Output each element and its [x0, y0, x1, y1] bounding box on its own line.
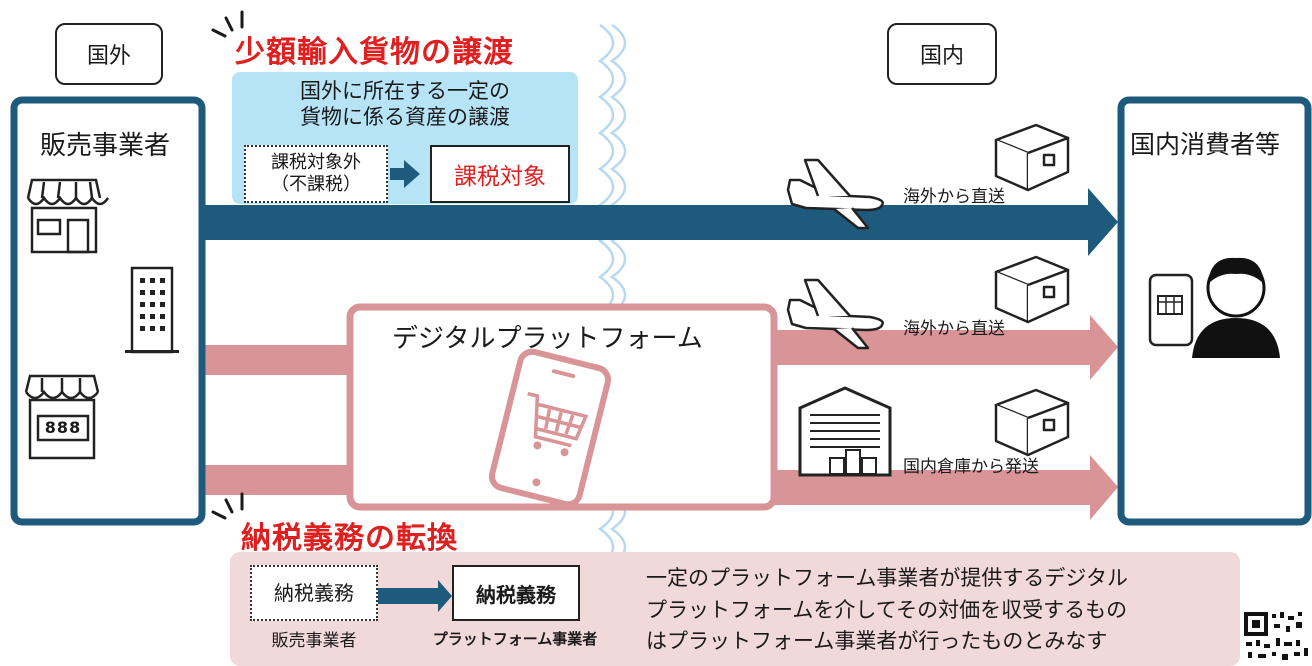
qr-code-icon — [1244, 612, 1308, 660]
before-status-box: 課税対象外 （不課税） — [244, 145, 388, 203]
after-status-box: 課税対象 — [430, 145, 570, 203]
domestic-tag: 国内 — [887, 23, 997, 85]
after-status-label: 課税対象 — [454, 164, 546, 190]
obligation-from-box: 納税義務 — [250, 565, 378, 621]
warehouse-icon — [798, 386, 892, 477]
smartphone-cart-icon — [488, 348, 612, 508]
obligation-note-line: プラットフォームを介してその対価を収受するもの — [646, 597, 1128, 622]
transfer-title: 少額輸入貨物の譲渡 — [235, 35, 514, 70]
route-label-direct: 海外から直送 — [903, 319, 1005, 339]
obligation-to-box: 納税義務 — [452, 565, 580, 621]
before-status-line: （不課税） — [271, 174, 361, 195]
obligation-to-label: 納税義務 — [476, 582, 556, 607]
attention-mark — [211, 10, 244, 520]
route-label-warehouse: 国内倉庫から発送 — [903, 457, 1039, 477]
package-icon — [994, 255, 1070, 324]
consumer-panel — [1117, 96, 1312, 526]
overseas-label: 国外 — [86, 44, 131, 69]
consumer-icon — [1148, 257, 1280, 358]
transfer-description: 国外に所在する一定の 貨物に係る資産の譲渡 — [232, 78, 578, 131]
obligation-from-label: 納税義務 — [274, 581, 354, 605]
obligation-note: 一定のプラットフォーム事業者が提供するデジタル プラットフォームを介してその対価… — [646, 563, 1128, 658]
shop-sign: 888 — [44, 418, 82, 437]
transfer-description-line: 国外に所在する一定の — [300, 79, 510, 103]
seller-label: 販売事業者 — [40, 131, 171, 161]
building-icon — [125, 266, 179, 354]
package-icon — [994, 123, 1070, 192]
platform-label: デジタルプラットフォーム — [392, 324, 703, 354]
direct-import-arrow — [205, 188, 1118, 256]
transfer-description-line: 貨物に係る資産の譲渡 — [300, 105, 510, 130]
obligation-note-line: 一定のプラットフォーム事業者が提供するデジタル — [646, 566, 1128, 590]
obligation-title: 納税義務の転換 — [241, 521, 458, 556]
domestic-label: 国内 — [919, 44, 964, 69]
route-label-direct: 海外から直送 — [903, 187, 1005, 207]
before-status-line: 課税対象外 — [271, 152, 361, 174]
obligation-from-caption: 販売事業者 — [271, 631, 357, 651]
arrow-icon — [378, 580, 452, 612]
obligation-note-line: はプラットフォーム事業者が行ったものとみなす — [646, 629, 1108, 653]
arrow-icon — [390, 160, 420, 188]
overseas-tag: 国外 — [55, 23, 163, 85]
airplane-icon — [786, 158, 884, 230]
store-icon — [26, 178, 110, 254]
obligation-to-caption: プラットフォーム事業者 — [432, 630, 598, 648]
airplane-icon — [786, 278, 884, 350]
package-icon — [994, 388, 1070, 457]
consumer-label: 国内消費者等 — [1130, 130, 1281, 159]
shop-icon — [24, 374, 100, 460]
